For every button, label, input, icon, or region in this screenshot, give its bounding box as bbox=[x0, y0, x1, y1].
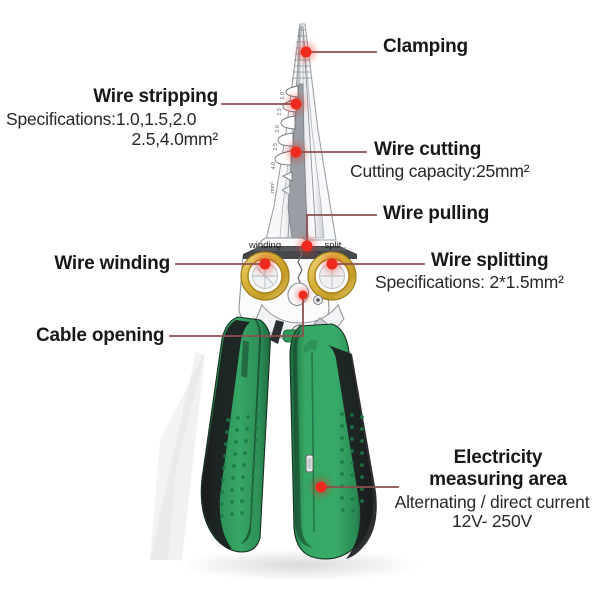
callout-wire-splitting: Wire splitting Specifications: 2*1.5mm² bbox=[375, 250, 564, 293]
callout-electricity-measuring-area: Electricity measuring area Alternating /… bbox=[395, 447, 596, 532]
hotspot-clamping bbox=[300, 46, 312, 58]
callout-cable-opening: Cable opening bbox=[36, 325, 164, 346]
callout-wire-winding-title: Wire winding bbox=[54, 253, 170, 274]
callout-electricity-subtitle-1: Alternating / direct current bbox=[394, 491, 590, 512]
callout-wire-stripping-spec-2: 2.5,4.0mm² bbox=[131, 128, 219, 149]
callout-cable-opening-title: Cable opening bbox=[36, 325, 165, 346]
svg-text:1.0: 1.0 bbox=[280, 92, 286, 100]
callout-wire-stripping-title: Wire stripping bbox=[93, 86, 218, 107]
callout-electricity-title-2: measuring area bbox=[429, 469, 567, 491]
hotspot-wire-winding bbox=[259, 258, 271, 270]
svg-text:2.0: 2.0 bbox=[275, 125, 281, 133]
svg-text:2.5: 2.5 bbox=[273, 143, 279, 151]
hotspot-wire-pulling bbox=[301, 240, 313, 252]
callout-wire-pulling: Wire pulling bbox=[383, 203, 489, 224]
hotspot-electricity-measuring-area bbox=[315, 481, 327, 493]
hotspot-wire-splitting bbox=[326, 258, 338, 270]
svg-text:mm²: mm² bbox=[270, 182, 276, 193]
hotspot-cable-opening bbox=[298, 290, 308, 300]
callout-wire-pulling-title: Wire pulling bbox=[383, 203, 490, 224]
callout-electricity-subtitle-2: 12V- 250V bbox=[452, 511, 532, 532]
callout-wire-cutting: Wire cutting Cutting capacity:25mm² bbox=[350, 139, 530, 182]
callout-electricity-title-1: Electricity bbox=[453, 447, 543, 468]
leader-cable-opening bbox=[169, 294, 304, 337]
callout-clamping: Clamping bbox=[383, 36, 468, 57]
svg-text:4.0: 4.0 bbox=[271, 162, 277, 170]
head-mark-split: split bbox=[325, 240, 342, 251]
head-mark-winding: winding bbox=[248, 240, 281, 251]
hotspot-wire-stripping bbox=[290, 98, 302, 110]
callout-wire-splitting-subtitle: Specifications: 2*1.5mm² bbox=[375, 272, 564, 293]
callout-wire-winding: Wire winding bbox=[40, 253, 170, 274]
callout-wire-stripping: Wire stripping Specifications:1.0,1.5,2.… bbox=[6, 86, 218, 149]
svg-text:1.5: 1.5 bbox=[277, 108, 283, 116]
callout-wire-cutting-subtitle: Cutting capacity:25mm² bbox=[350, 161, 530, 182]
callout-clamping-title: Clamping bbox=[383, 36, 468, 57]
callout-wire-splitting-title: Wire splitting bbox=[431, 250, 549, 271]
leader-wire-pulling bbox=[306, 214, 377, 247]
hotspot-wire-cutting bbox=[290, 146, 302, 158]
callout-wire-stripping-spec-1: Specifications:1.0,1.5,2.0 bbox=[6, 109, 197, 130]
callout-wire-cutting-title: Wire cutting bbox=[374, 139, 482, 160]
